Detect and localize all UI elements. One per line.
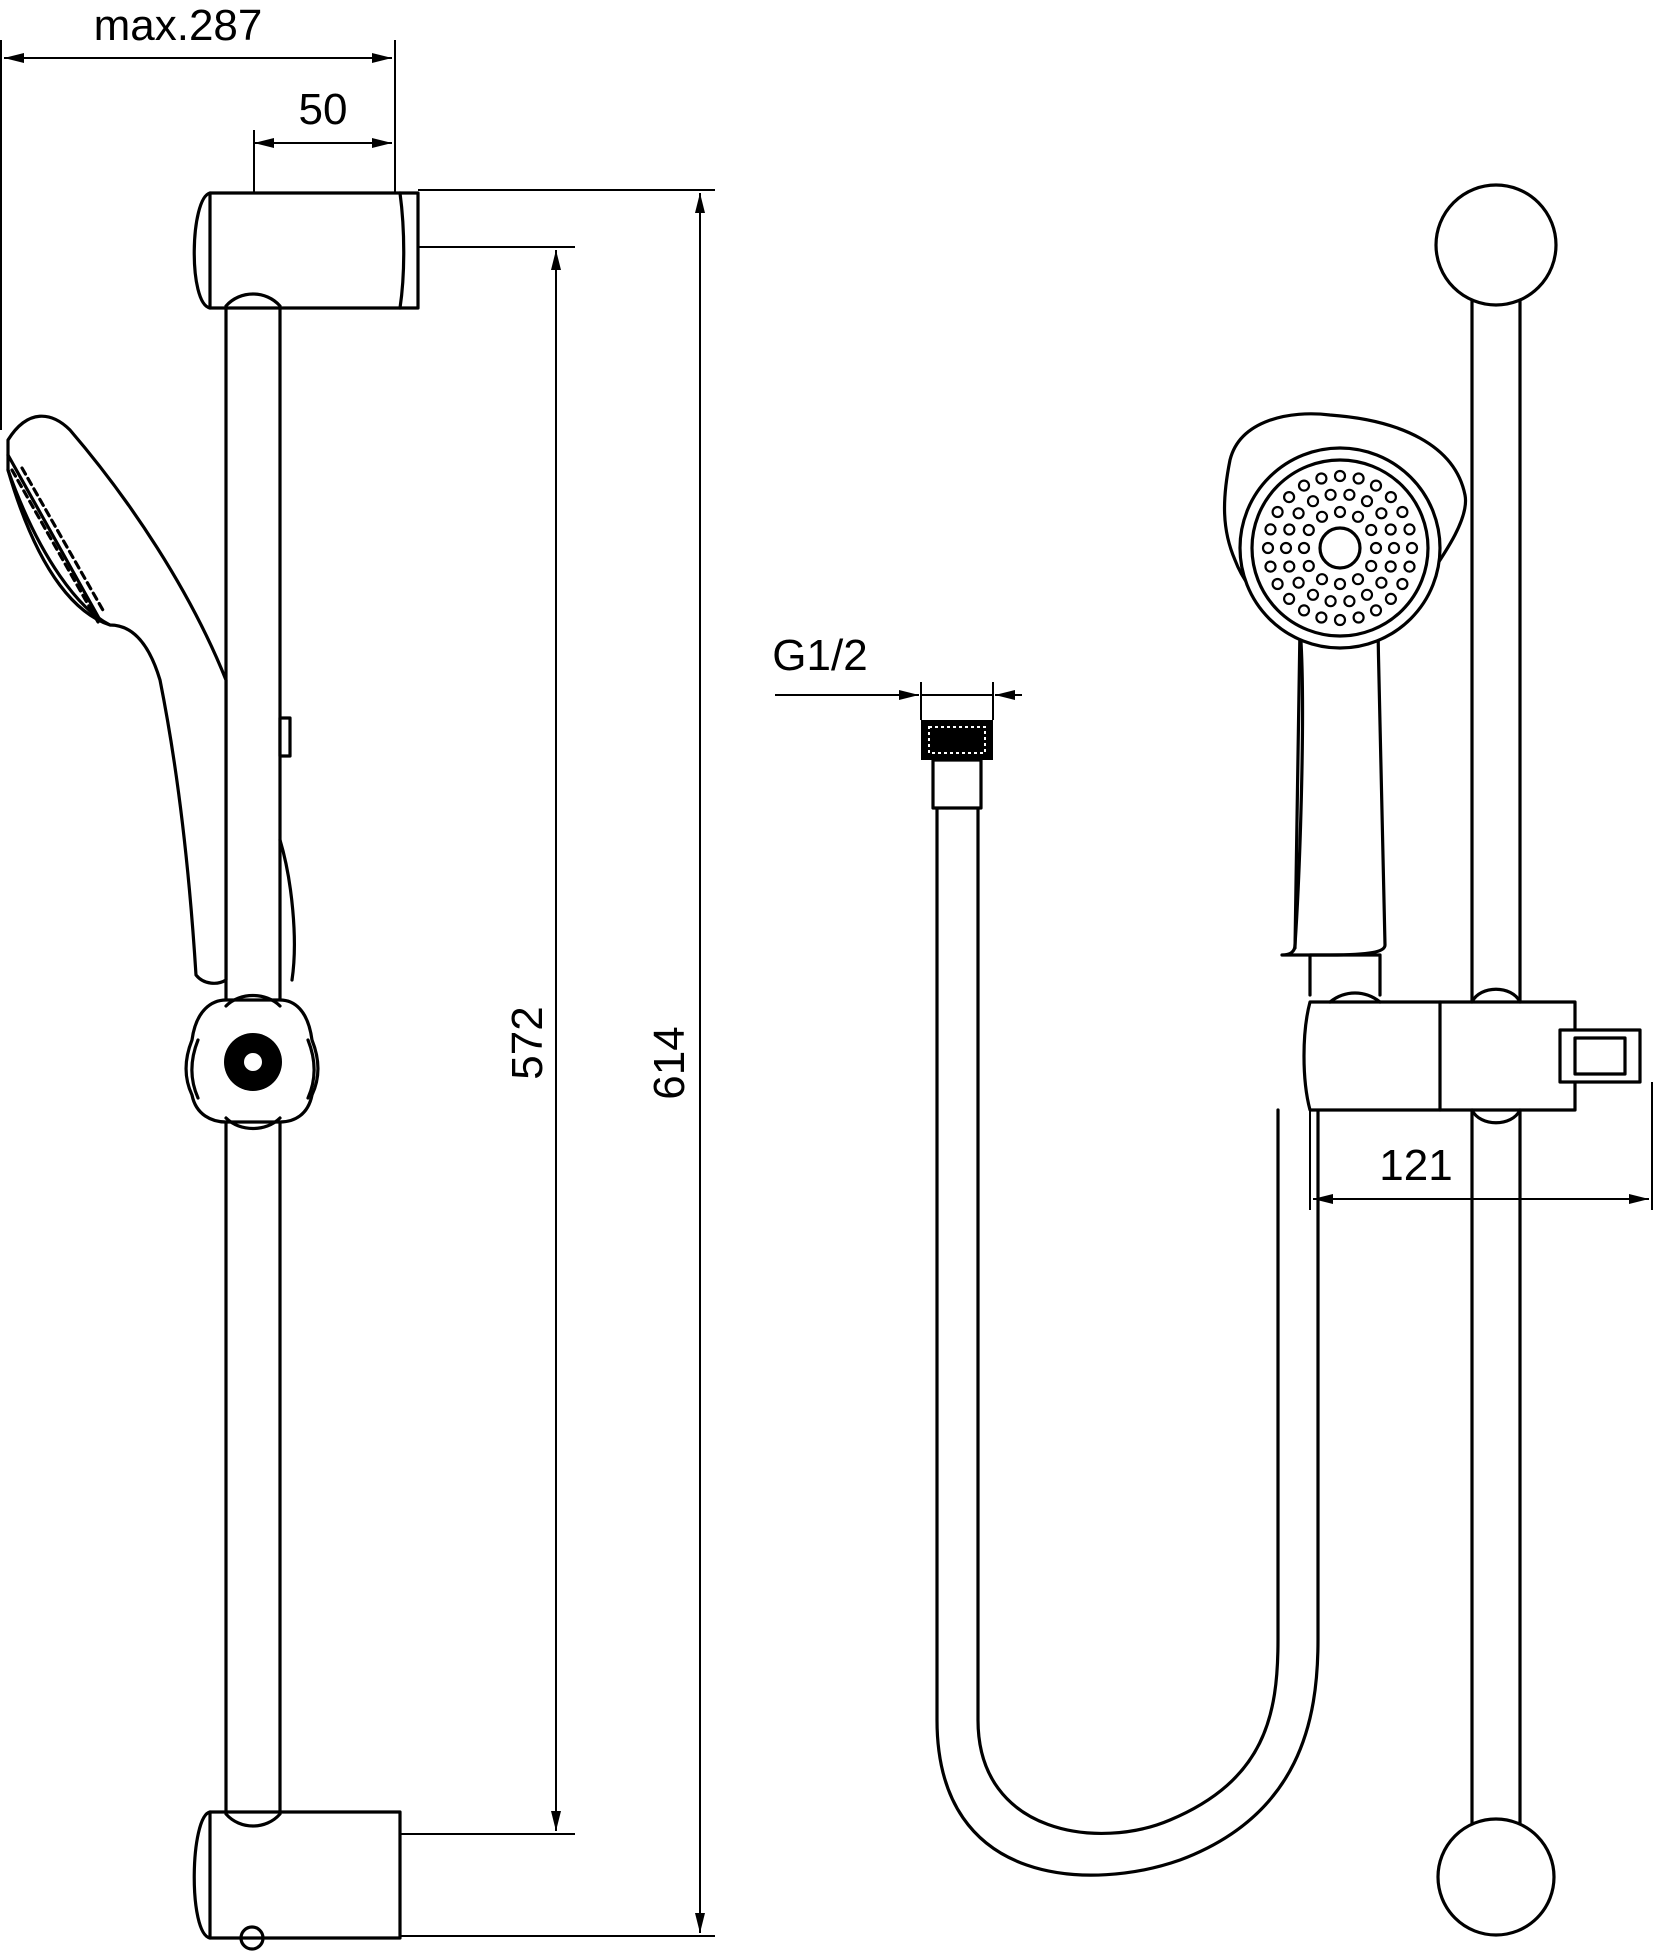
spray-nozzle xyxy=(1369,604,1383,617)
dimension-holder-depth-label: 50 xyxy=(299,85,348,134)
spray-nozzle xyxy=(1279,541,1293,555)
spray-nozzles-side xyxy=(10,466,106,624)
spray-nozzle xyxy=(1302,523,1315,537)
spray-nozzle xyxy=(1384,560,1397,573)
top-wall-bracket xyxy=(192,191,420,310)
spray-nozzle xyxy=(1405,541,1419,555)
spray-nozzle xyxy=(1384,592,1398,606)
dimension-thread: G1/2 xyxy=(772,631,1022,720)
spray-nozzle xyxy=(1387,541,1401,555)
spray-nozzle xyxy=(1271,505,1284,519)
spray-nozzle xyxy=(1384,523,1397,536)
spray-nozzle xyxy=(1396,577,1409,591)
spray-nozzle xyxy=(1292,576,1305,589)
spray-nozzle xyxy=(1375,576,1388,589)
spray-nozzle xyxy=(1369,479,1383,492)
spray-nozzle xyxy=(1292,507,1305,520)
spray-nozzle xyxy=(1261,541,1275,555)
spray-nozzle xyxy=(1369,541,1383,555)
spray-nozzle xyxy=(1324,488,1337,501)
dimension-bracket-spacing: 572 xyxy=(400,246,575,1835)
spray-nozzle xyxy=(1365,559,1378,573)
top-bracket-front xyxy=(1434,183,1558,307)
spray-nozzle xyxy=(1315,611,1328,624)
hand-shower-side xyxy=(6,414,296,985)
hand-shower-front xyxy=(1222,412,1468,997)
front-view: G1/2 xyxy=(772,183,1653,1937)
spray-nozzle xyxy=(1403,523,1416,536)
shower-hose xyxy=(935,803,1320,1877)
spray-nozzle xyxy=(1297,479,1311,492)
spray-nozzle xyxy=(1264,560,1277,573)
spray-nozzle xyxy=(1333,613,1347,627)
dimension-holder-depth: 50 xyxy=(253,85,392,193)
spray-nozzle xyxy=(1352,611,1365,624)
spray-nozzle xyxy=(1403,560,1416,573)
bottom-wall-bracket xyxy=(192,1810,402,1951)
hose-nut xyxy=(921,720,993,810)
side-view: max.287 50 572 614 xyxy=(0,1,715,1951)
spray-nozzle xyxy=(1306,495,1320,508)
spray-nozzle xyxy=(1351,510,1365,523)
spray-nozzle xyxy=(1333,577,1347,591)
spray-nozzles-front xyxy=(1261,469,1419,627)
dimension-total-height-label: 614 xyxy=(645,1026,694,1099)
dimension-total-height: 614 xyxy=(400,189,715,1937)
spray-nozzle xyxy=(1283,523,1296,536)
spray-nozzle xyxy=(1297,541,1311,555)
dimension-thread-label: G1/2 xyxy=(772,631,867,680)
dimension-bracket-spacing-label: 572 xyxy=(503,1006,552,1079)
spray-nozzle xyxy=(1315,573,1329,586)
spray-nozzle xyxy=(1396,505,1409,519)
spray-nozzle xyxy=(1306,588,1320,601)
spray-nozzle xyxy=(1333,469,1347,483)
slider-front xyxy=(1302,987,1642,1125)
spray-nozzle xyxy=(1315,510,1329,523)
spray-nozzle xyxy=(1333,505,1347,519)
spray-nozzle xyxy=(1302,559,1315,573)
spray-nozzle xyxy=(1282,491,1296,504)
spray-nozzle xyxy=(1343,488,1356,501)
spray-nozzle xyxy=(1343,595,1356,608)
dimension-slider-projection: 121 xyxy=(1309,1082,1653,1210)
spray-nozzle xyxy=(1324,595,1337,608)
spray-nozzle xyxy=(1283,560,1296,573)
spray-nozzle xyxy=(1271,577,1284,591)
spray-nozzle xyxy=(1375,507,1388,520)
spray-nozzle xyxy=(1351,573,1365,586)
dimension-max-width-label: max.287 xyxy=(94,1,263,50)
spray-nozzle xyxy=(1384,491,1398,504)
bottom-bracket-front xyxy=(1436,1817,1556,1937)
dimension-max-width: max.287 xyxy=(0,1,396,430)
spray-nozzle xyxy=(1365,523,1378,537)
spray-nozzle xyxy=(1282,592,1296,606)
spray-nozzle xyxy=(1360,495,1374,508)
spray-nozzle xyxy=(1360,588,1374,601)
dimension-slider-projection-label: 121 xyxy=(1379,1141,1452,1190)
spray-nozzle xyxy=(1297,604,1311,617)
spray-nozzle xyxy=(1315,472,1328,485)
spray-nozzle xyxy=(1352,472,1365,485)
spray-nozzle xyxy=(1264,523,1277,536)
slider-side xyxy=(184,994,320,1130)
